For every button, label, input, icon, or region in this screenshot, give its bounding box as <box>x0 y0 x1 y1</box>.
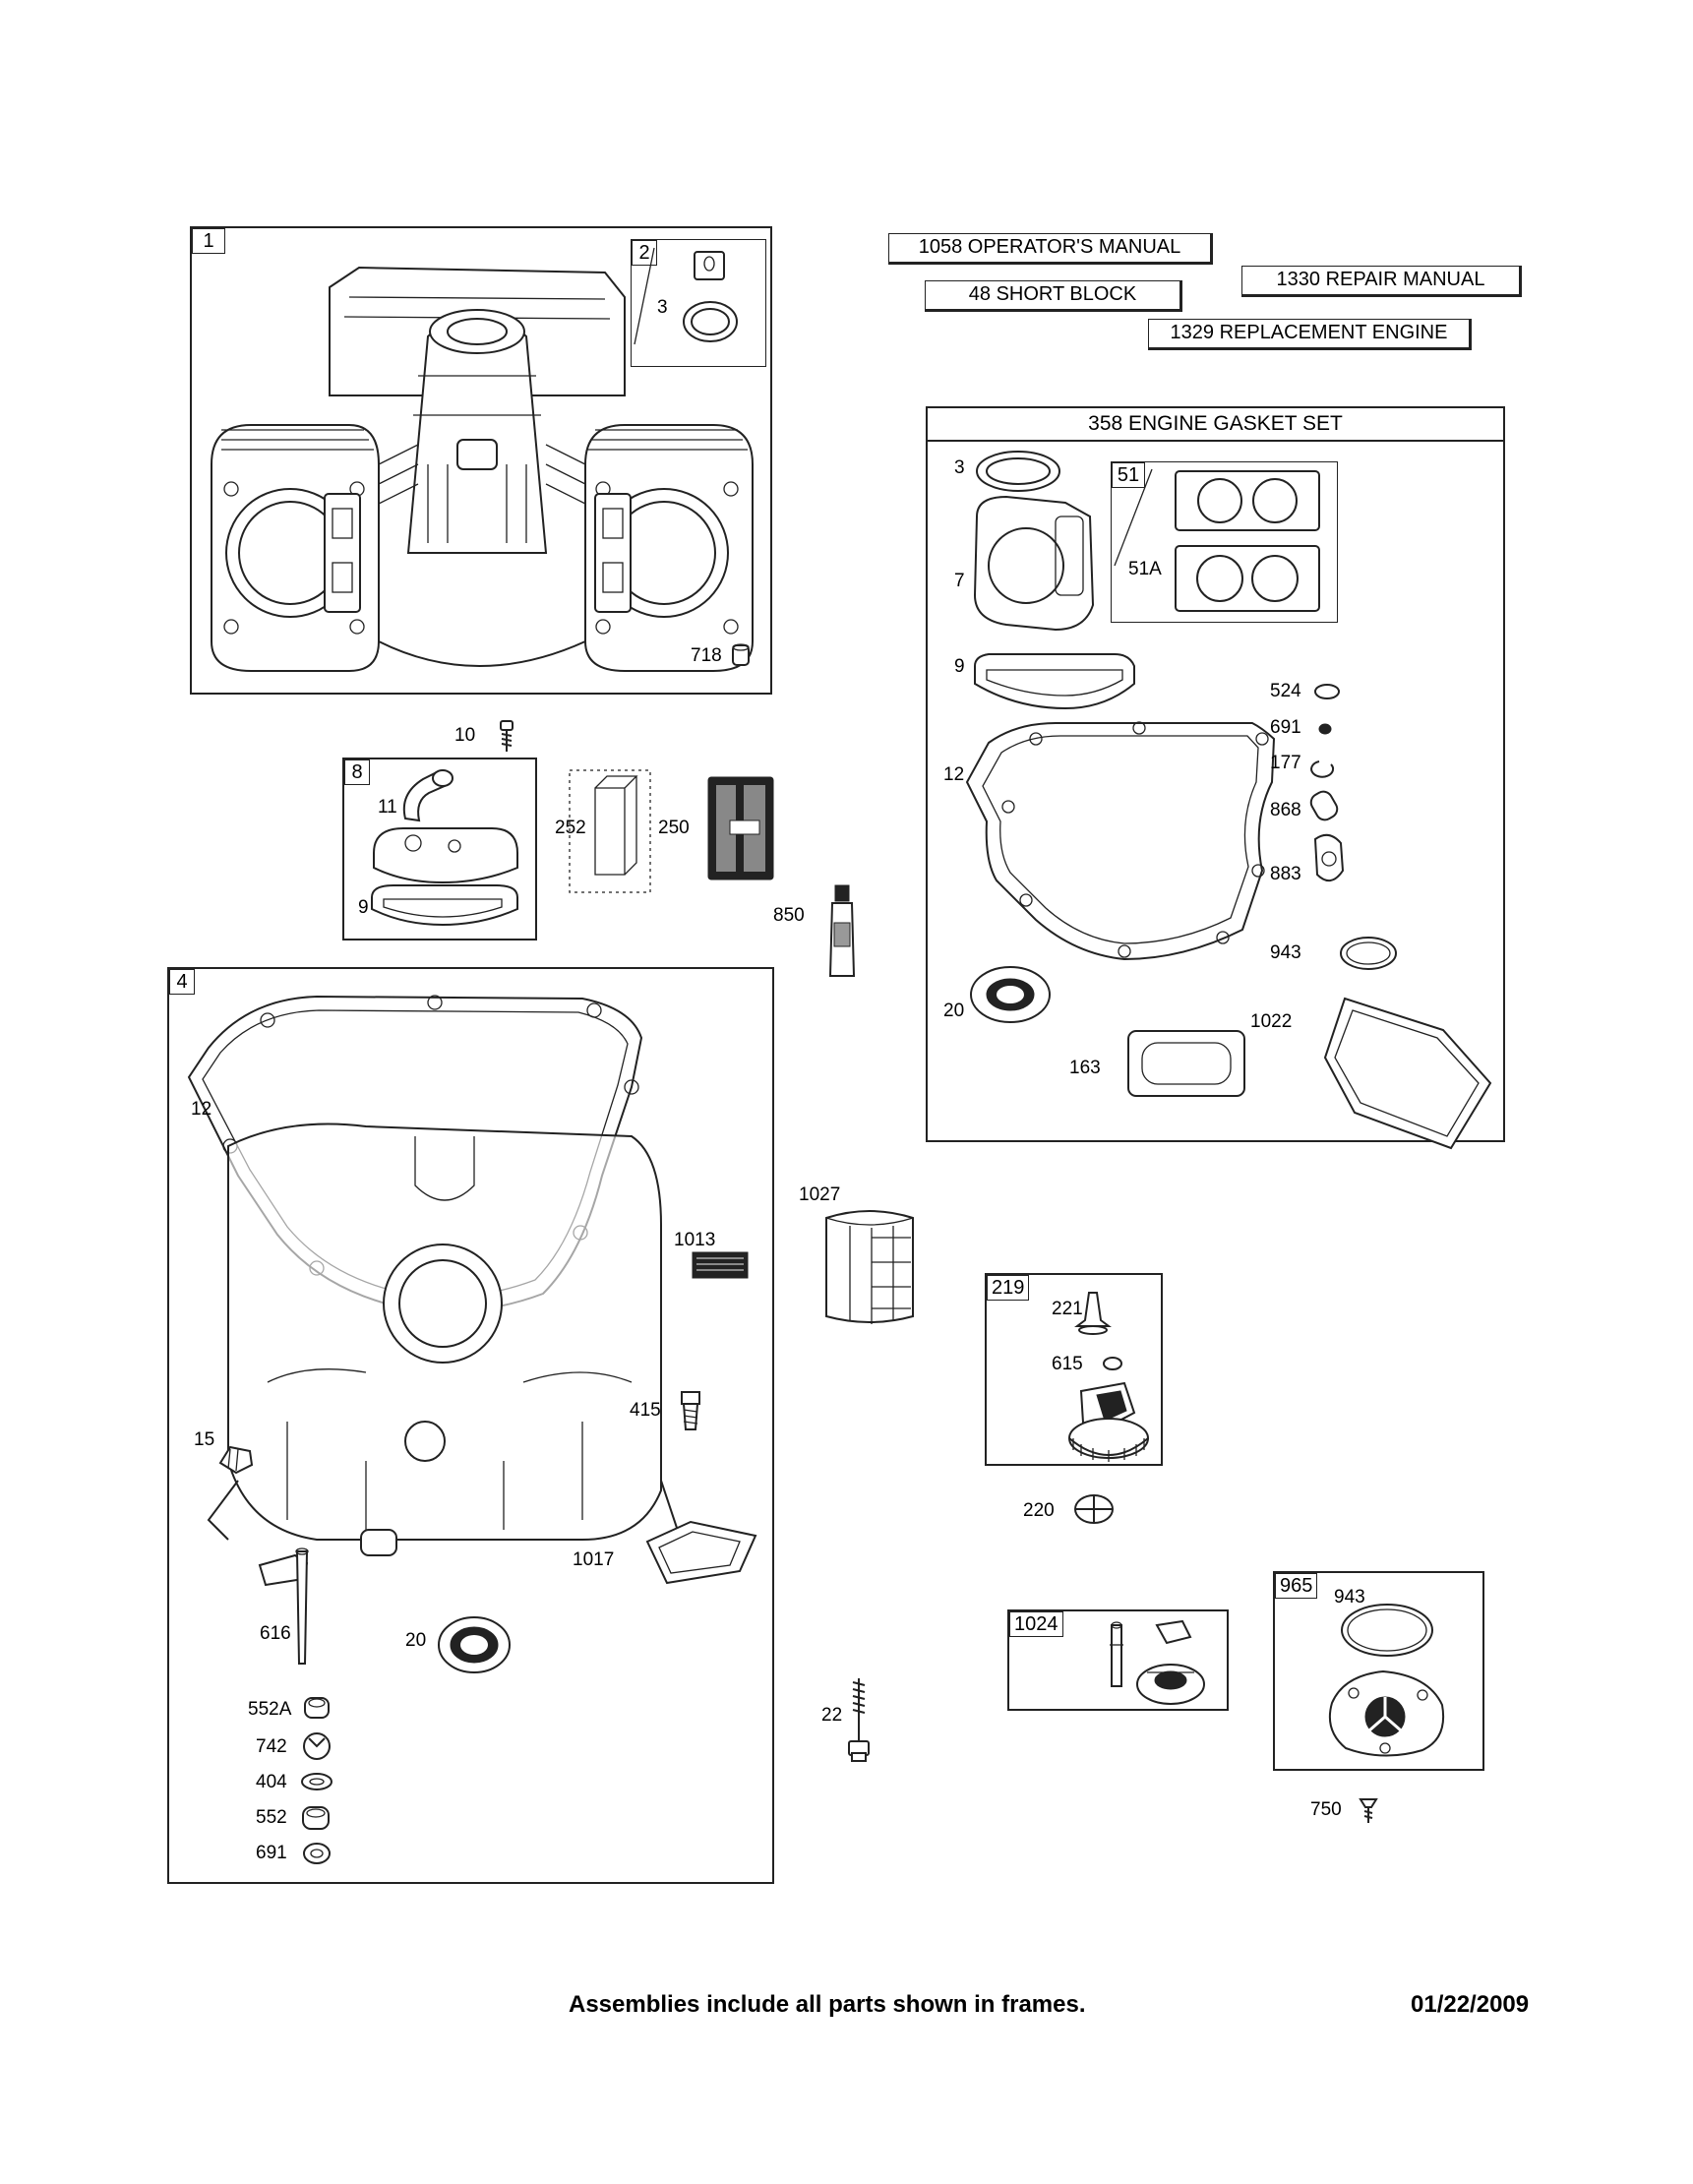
frame-cylinder-block: 1 2 3 <box>190 226 772 695</box>
breather-parts <box>371 769 518 927</box>
replacement-engine-label: 1329 REPLACEMENT ENGINE <box>1148 319 1472 350</box>
governor-gear-220 <box>1074 1494 1114 1524</box>
part-label-12: 12 <box>943 764 965 785</box>
fitting-415 <box>681 1391 700 1430</box>
part-label-22: 22 <box>821 1705 843 1726</box>
part-label-943: 943 <box>1334 1587 1365 1608</box>
part-label-850: 850 <box>773 905 805 926</box>
gasket-set-title: 358 ENGINE GASKET SET <box>928 408 1503 442</box>
governor-parts <box>1068 1292 1149 1462</box>
clip-742 <box>303 1732 331 1760</box>
assembly-note: Assemblies include all parts shown in fr… <box>569 1991 1086 2018</box>
frame-crankcase-cover: 4 <box>167 967 774 1884</box>
frame-engine-gasket-set: 358 ENGINE GASKET SET 51 51A <box>926 406 1505 1150</box>
part-label-883: 883 <box>1270 864 1301 884</box>
part-label-51a: 51A <box>1128 559 1162 579</box>
part-label-252: 252 <box>555 818 586 838</box>
part-label-1022: 1022 <box>1250 1011 1293 1032</box>
subframe-2-parts <box>634 247 738 345</box>
part-label-868: 868 <box>1270 800 1301 820</box>
part-label-250: 250 <box>658 818 690 838</box>
screw-10 <box>500 720 514 752</box>
operators-manual-label: 1058 OPERATOR'S MANUAL <box>888 233 1213 265</box>
seal-691 <box>303 1843 331 1864</box>
part-label-163: 163 <box>1069 1058 1101 1078</box>
frame-oil-pump: 1024 <box>1007 1609 1229 1711</box>
screw-750 <box>1359 1798 1378 1823</box>
part-label-943: 943 <box>1270 942 1301 963</box>
frame-tag-965: 965 <box>1275 1573 1318 1599</box>
part-label-718: 718 <box>691 645 722 666</box>
gasket-set-parts <box>965 451 1492 1150</box>
diagram-date: 01/22/2009 <box>1411 1991 1530 2018</box>
part-label-11: 11 <box>378 797 397 818</box>
frame-governor: 219 221 615 <box>985 1273 1163 1466</box>
governor-shaft-616 <box>258 1547 309 1665</box>
part-label-524: 524 <box>1270 681 1301 701</box>
filter-element-252 <box>569 769 651 893</box>
bolt-22 <box>848 1678 870 1762</box>
subframe-tag-51: 51 <box>1112 462 1145 488</box>
filter-1017 <box>645 1520 757 1585</box>
part-label-9: 9 <box>954 656 965 677</box>
cylinder-block-drawing <box>211 266 754 672</box>
part-label-20: 20 <box>943 1001 965 1021</box>
oil-pump-parts <box>1110 1619 1205 1705</box>
part-label-552: 552 <box>256 1807 287 1828</box>
frame-oil-pump-cover: 965 943 <box>1273 1571 1484 1771</box>
sealant-tube-850 <box>828 884 856 977</box>
dowel-pin-718 <box>732 643 750 666</box>
part-label-1027: 1027 <box>799 1184 841 1205</box>
frame-tag-4: 4 <box>169 969 195 995</box>
short-block-label: 48 SHORT BLOCK <box>925 280 1182 312</box>
oil-filter-1027 <box>825 1210 914 1324</box>
part-label-177: 177 <box>1270 753 1301 773</box>
part-label-20: 20 <box>405 1630 427 1651</box>
part-label-1013: 1013 <box>674 1230 716 1250</box>
frame-tag-1: 1 <box>192 228 225 254</box>
part-label-221: 221 <box>1052 1299 1083 1319</box>
part-label-415: 415 <box>630 1400 661 1421</box>
part-label-9: 9 <box>358 897 369 918</box>
bushing-552 <box>302 1806 330 1830</box>
washer-404 <box>301 1773 333 1790</box>
frame-breather: 8 11 9 <box>342 758 537 940</box>
part-label-7: 7 <box>954 571 965 591</box>
oil-seal-20 <box>438 1616 511 1673</box>
part-label-742: 742 <box>256 1736 287 1757</box>
subframe-51: 51 <box>1111 461 1338 623</box>
frame-tag-8: 8 <box>344 759 370 785</box>
part-label-750: 750 <box>1310 1799 1342 1820</box>
part-label-3: 3 <box>954 457 965 478</box>
frame-tag-1024: 1024 <box>1009 1611 1063 1637</box>
part-label-3: 3 <box>657 297 668 318</box>
part-label-616: 616 <box>260 1623 291 1644</box>
plug-15 <box>218 1445 254 1475</box>
part-label-15: 15 <box>194 1429 215 1450</box>
washer-552a <box>304 1697 330 1719</box>
part-label-691: 691 <box>1270 717 1301 738</box>
part-label-12: 12 <box>191 1099 212 1120</box>
plug-1013 <box>692 1251 749 1279</box>
part-label-615: 615 <box>1052 1354 1083 1374</box>
filter-element-250 <box>707 776 774 880</box>
part-label-1017: 1017 <box>573 1549 615 1570</box>
part-label-552a: 552A <box>248 1699 292 1720</box>
part-label-404: 404 <box>256 1772 287 1792</box>
part-label-10: 10 <box>454 725 476 746</box>
repair-manual-label: 1330 REPAIR MANUAL <box>1241 266 1522 297</box>
oil-pump-cover-parts <box>1328 1604 1444 1757</box>
part-label-691: 691 <box>256 1843 287 1863</box>
frame-tag-219: 219 <box>987 1275 1030 1301</box>
part-label-220: 220 <box>1023 1500 1055 1521</box>
crankcase-cover-drawing <box>187 995 682 1556</box>
